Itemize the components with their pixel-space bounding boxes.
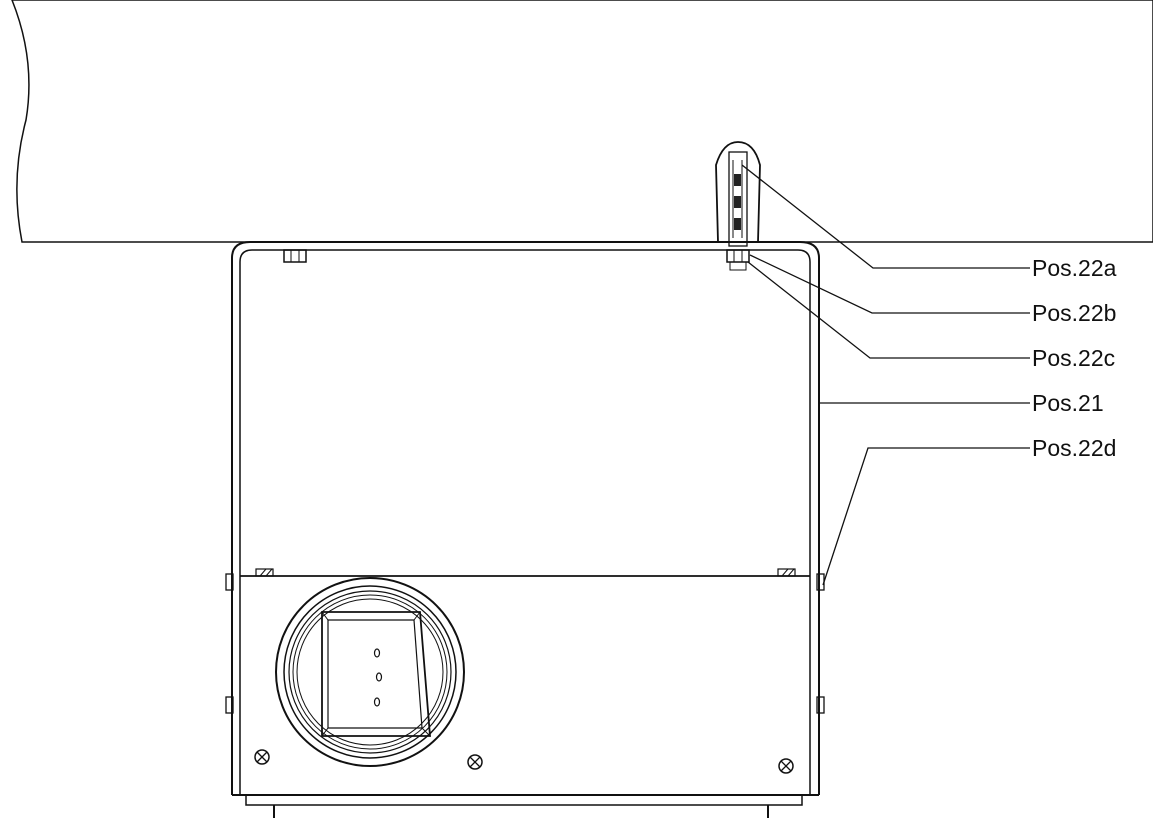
ceiling-slab	[11, 0, 1153, 243]
screw-bottom-right	[778, 758, 794, 774]
screw-bottom-middle	[467, 754, 483, 770]
callout-pos-22a: Pos.22a	[1032, 255, 1117, 281]
side-brackets	[225, 568, 825, 714]
callout-pos-22b: Pos.22b	[1032, 300, 1116, 326]
callout-pos-22c: Pos.22c	[1032, 345, 1115, 371]
housing	[231, 241, 820, 818]
duct-connection	[275, 577, 465, 767]
callout-pos-21: Pos.21	[1032, 390, 1104, 416]
leader-lines	[741, 164, 1030, 586]
screw-bottom-left	[254, 749, 270, 765]
nut-right	[726, 249, 750, 271]
anchor-dowel	[715, 141, 761, 247]
callout-pos-22d: Pos.22d	[1032, 435, 1116, 461]
nut-left	[283, 249, 307, 263]
